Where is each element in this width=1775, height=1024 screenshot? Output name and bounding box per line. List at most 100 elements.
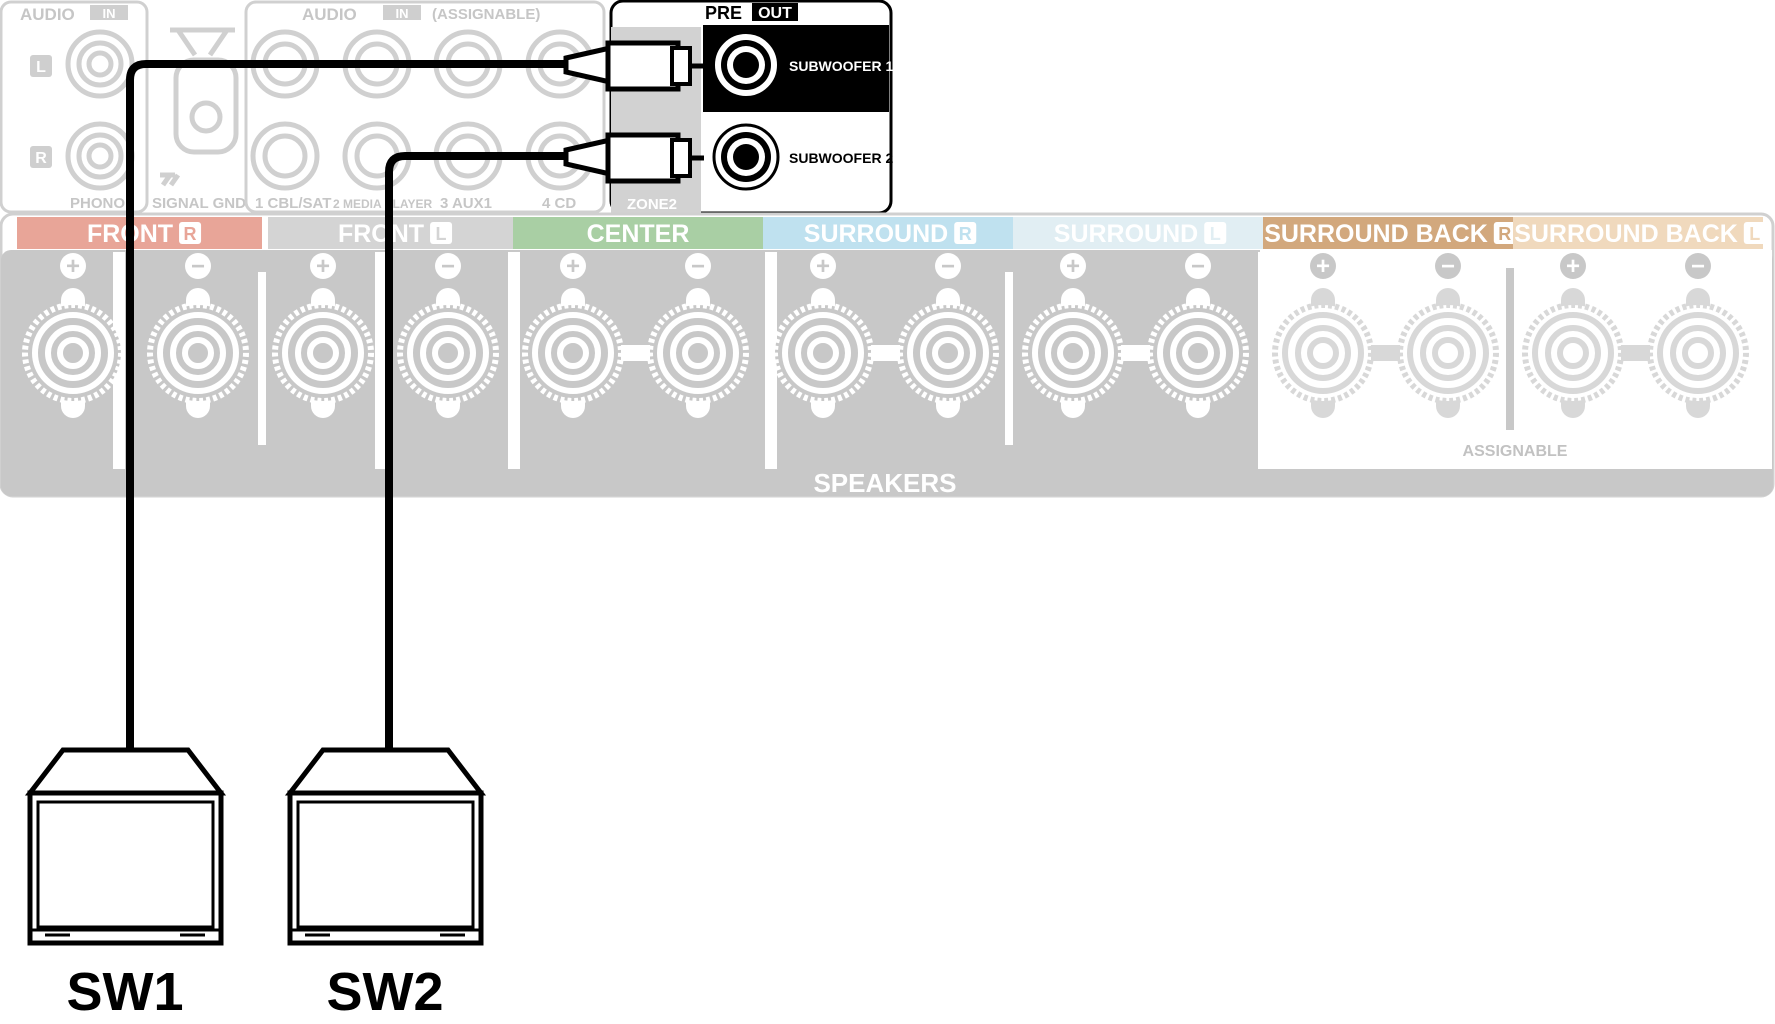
channel-tag-badge	[179, 222, 202, 244]
channel-tag-badge	[430, 222, 453, 244]
minus-icon: −	[935, 253, 961, 280]
channel-tag-badge	[1204, 222, 1227, 244]
svg-text:+: +	[316, 253, 330, 280]
pair-divider	[1005, 272, 1013, 445]
minus-icon: −	[1435, 253, 1461, 280]
input-3-label: 3 AUX1	[440, 195, 492, 212]
speaker-terminal-plus: +	[22, 253, 124, 418]
input-4-label: 4 CD	[542, 195, 576, 212]
minus-icon: −	[1185, 253, 1211, 280]
channel-tag: R	[1498, 224, 1511, 244]
panel-separator	[765, 252, 777, 469]
subwoofer-sw2	[284, 747, 487, 946]
plus-icon: +	[1560, 253, 1586, 280]
channel-header-bg	[1263, 217, 1513, 249]
speakers-panel-label: SPEAKERS	[813, 468, 956, 498]
audio-in-left-header: AUDIO	[20, 5, 75, 24]
audio-in-assignable-note: (ASSIGNABLE)	[432, 6, 540, 23]
channel-name: SURROUND BACK	[1264, 220, 1488, 248]
audio-in-assignable-tag-bg	[383, 5, 421, 20]
channel-header-7: SURROUND BACK L	[1513, 217, 1766, 249]
channel-r-badge	[30, 146, 52, 168]
assignable-label: ASSIGNABLE	[1463, 443, 1568, 460]
svg-text:−: −	[1691, 253, 1705, 280]
pair-divider	[1506, 268, 1514, 430]
plus-icon: +	[1310, 253, 1336, 280]
cable-sw2	[385, 152, 570, 752]
subwoofer-1-label: SUBWOOFER 1	[789, 58, 893, 74]
speaker-terminal-plus: +	[1522, 253, 1624, 418]
channel-tag-badge	[1493, 222, 1516, 244]
terminal-link-bar	[871, 345, 900, 361]
svg-text:−: −	[941, 253, 955, 280]
audio-in-left-tag: IN	[103, 6, 116, 21]
channel-tag: L	[1210, 224, 1221, 244]
channel-tag: R	[184, 224, 197, 244]
plus-icon: +	[60, 253, 86, 280]
speaker-terminal-minus: −	[897, 253, 999, 418]
sw2-label: SW2	[326, 962, 443, 1022]
plus-icon: +	[560, 253, 586, 280]
speaker-terminal-plus: +	[1272, 253, 1374, 418]
svg-text:+: +	[1566, 253, 1580, 280]
svg-text:+: +	[1316, 253, 1330, 280]
channel-tag: R	[959, 224, 972, 244]
subwoofer-2-jack	[712, 123, 780, 191]
pair-divider	[258, 272, 266, 445]
zone2-label: ZONE2	[627, 196, 677, 213]
input-2-label: 2 MEDIA PLAYER	[333, 197, 432, 211]
channel-tag-badge	[1743, 222, 1766, 244]
speaker-terminal-plus: +	[1022, 253, 1124, 418]
channel-tag-badge	[954, 222, 977, 244]
speaker-terminal-minus: −	[147, 253, 249, 418]
svg-text:−: −	[1441, 253, 1455, 280]
channel-tag: L	[436, 224, 447, 244]
speaker-terminal-plus: +	[272, 253, 374, 418]
terminal-link-bar	[621, 345, 650, 361]
speaker-terminal-minus: −	[647, 253, 749, 418]
panel-separator	[375, 252, 387, 469]
audio-in-assignable-header: AUDIO	[302, 5, 357, 24]
speaker-terminal-plus: +	[522, 253, 624, 418]
rca-plug-1	[563, 40, 704, 92]
phono-label: PHONO	[70, 195, 125, 212]
channel-name: CENTER	[587, 220, 690, 248]
subwoofer-2-label: SUBWOOFER 2	[789, 150, 893, 166]
channel-name: FRONT	[338, 220, 424, 248]
audio-in-left-section: AUDIO IN L R PHONO SIGNAL GND	[0, 0, 246, 214]
svg-text:−: −	[691, 253, 705, 280]
minus-icon: −	[1685, 253, 1711, 280]
subwoofer-1-jack	[713, 32, 779, 98]
channel-r-label: R	[35, 150, 47, 167]
plus-icon: +	[310, 253, 336, 280]
speaker-terminal-minus: −	[1647, 253, 1749, 418]
svg-text:−: −	[1191, 253, 1205, 280]
channel-header-bg	[513, 217, 763, 249]
channel-name: SURROUND BACK	[1514, 220, 1738, 248]
audio-in-left-tag-bg	[90, 5, 128, 20]
pre-out-tag: OUT	[758, 5, 792, 22]
cable-sw1	[126, 60, 570, 752]
channel-name: SURROUND	[804, 220, 948, 248]
panel-separator	[508, 252, 520, 469]
audio-in-assignable-section: AUDIO IN (ASSIGNABLE) 1 CBL/SAT 2 MEDIA …	[244, 0, 606, 214]
channel-l-label: L	[36, 59, 46, 76]
pre-out-tag-bg	[752, 3, 798, 21]
signal-gnd-label: SIGNAL GND	[152, 195, 246, 212]
svg-text:−: −	[191, 253, 205, 280]
channel-header-3: CENTER	[513, 217, 763, 249]
minus-icon: −	[435, 253, 461, 280]
channel-tag: L	[1749, 224, 1760, 244]
speaker-terminal-minus: −	[397, 253, 499, 418]
svg-text:+: +	[1066, 253, 1080, 280]
pre-out-header: PRE	[705, 3, 742, 23]
sw1-label: SW1	[66, 962, 183, 1022]
cables	[126, 60, 570, 752]
speaker-terminal-minus: −	[1147, 253, 1249, 418]
rca-plug-2	[563, 132, 704, 184]
svg-text:−: −	[441, 253, 455, 280]
minus-icon: −	[685, 253, 711, 280]
svg-text:+: +	[66, 253, 80, 280]
